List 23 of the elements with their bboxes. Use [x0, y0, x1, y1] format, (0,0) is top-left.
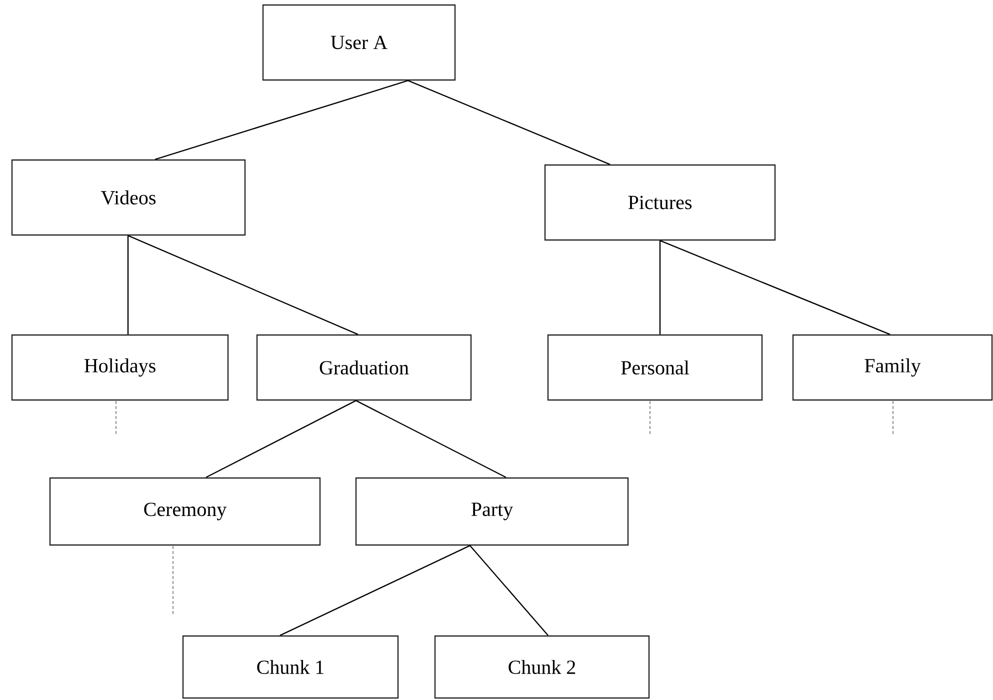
tree-box: Chunk 1 — [182, 635, 399, 699]
tree-box: Chunk 2 — [434, 635, 650, 699]
connector-line — [408, 80, 610, 165]
tree-box: Ceremony — [49, 477, 321, 546]
connector-line — [154, 80, 408, 160]
connector-line — [127, 236, 129, 334]
tree-box: Graduation — [256, 334, 472, 401]
tree-box: Personal — [547, 334, 763, 401]
dashed-line — [172, 546, 174, 616]
connector-line — [128, 235, 358, 335]
connector-line — [660, 240, 890, 335]
tree-box: Pictures — [544, 164, 776, 241]
dashed-line — [892, 400, 894, 436]
connector-line — [659, 240, 661, 334]
tree-box: Family — [792, 334, 993, 401]
connector-line — [280, 545, 470, 636]
connector-line — [470, 545, 548, 636]
tree-box: Videos — [11, 159, 246, 236]
tree-box: Party — [355, 477, 629, 546]
tree-box: User A — [262, 4, 456, 81]
tree-box: Holidays — [11, 334, 229, 401]
connector-line — [206, 400, 356, 478]
connector-line — [356, 400, 506, 478]
